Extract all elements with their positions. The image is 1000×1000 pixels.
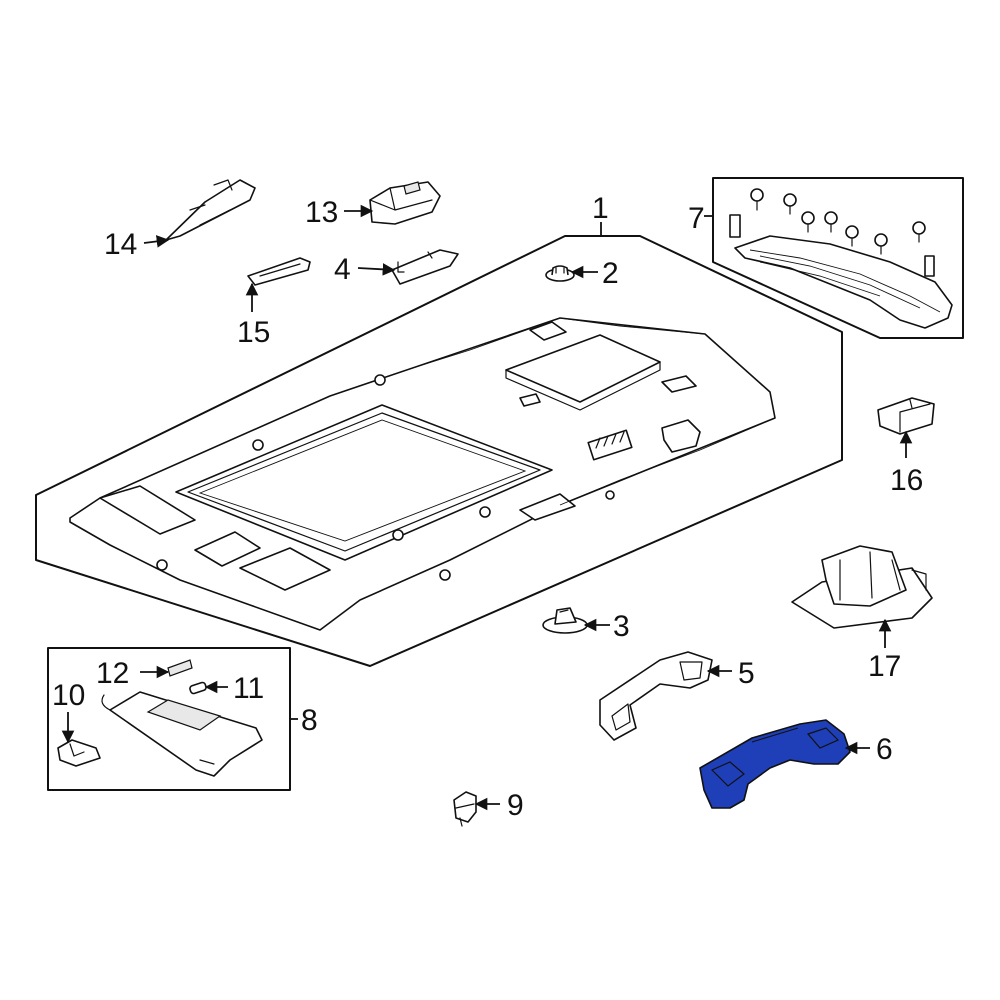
part-1-headliner[interactable] bbox=[35, 235, 843, 667]
callout-4: 4 bbox=[334, 253, 351, 286]
part-11-bulb[interactable] bbox=[189, 681, 207, 695]
part-9-clip[interactable] bbox=[453, 791, 477, 827]
part-14-bracket[interactable] bbox=[165, 179, 256, 241]
part-7-trim-kit[interactable] bbox=[712, 177, 964, 339]
callout-7: 7 bbox=[688, 202, 705, 235]
part-12-lens[interactable] bbox=[167, 659, 193, 677]
part-10-visor-clip[interactable] bbox=[57, 739, 101, 767]
callout-6: 6 bbox=[876, 733, 893, 766]
sun-visor bbox=[109, 691, 263, 777]
callout-11: 11 bbox=[233, 672, 264, 705]
callout-2: 2 bbox=[602, 257, 619, 290]
callout-16: 16 bbox=[890, 464, 923, 497]
part-13-lamp[interactable] bbox=[369, 181, 441, 225]
part-16-bracket[interactable] bbox=[877, 397, 935, 435]
part-15-lens[interactable] bbox=[247, 257, 311, 286]
callout-12: 12 bbox=[96, 657, 129, 690]
sunroof-opening bbox=[175, 404, 553, 561]
callout-3: 3 bbox=[613, 610, 630, 643]
headliner-front-pad-left bbox=[99, 485, 196, 535]
callout-5: 5 bbox=[738, 657, 755, 690]
part-4-bracket[interactable] bbox=[391, 249, 459, 285]
callout-8: 8 bbox=[301, 704, 318, 737]
rear-trim-panel bbox=[734, 235, 953, 329]
part-6-end-pocket bbox=[710, 761, 745, 787]
callout-15: 15 bbox=[237, 316, 270, 349]
headliner-clip-block bbox=[661, 419, 701, 453]
callout-14: 14 bbox=[104, 228, 137, 261]
part-5-grab-handle[interactable] bbox=[599, 651, 713, 741]
part-6-end-pocket-2 bbox=[806, 727, 840, 749]
callout-10: 10 bbox=[52, 679, 85, 712]
part-6-body bbox=[699, 719, 851, 809]
callout-9: 9 bbox=[507, 789, 524, 822]
headliner-boundary-box bbox=[35, 235, 843, 667]
part-8-sun-visor-kit[interactable] bbox=[47, 647, 291, 791]
callout-17: 17 bbox=[868, 650, 901, 683]
callout-13: 13 bbox=[305, 196, 338, 229]
part-7-box bbox=[712, 177, 964, 339]
part-6-grab-handle[interactable] bbox=[699, 719, 851, 809]
callout-labels: 1 2 3 4 5 6 7 8 9 10 11 12 13 14 15 16 1… bbox=[52, 192, 923, 822]
trim-clips bbox=[729, 188, 935, 277]
headliner-front-pad-mid bbox=[194, 531, 261, 567]
part-3-clip[interactable] bbox=[542, 607, 588, 634]
headliner-front-pad-right bbox=[239, 547, 331, 591]
callout-1: 1 bbox=[592, 192, 609, 225]
leader-lines bbox=[61, 204, 913, 811]
part-2-clip[interactable] bbox=[545, 265, 575, 282]
part-17-console[interactable] bbox=[791, 545, 933, 629]
vanity-mirror bbox=[146, 699, 222, 731]
